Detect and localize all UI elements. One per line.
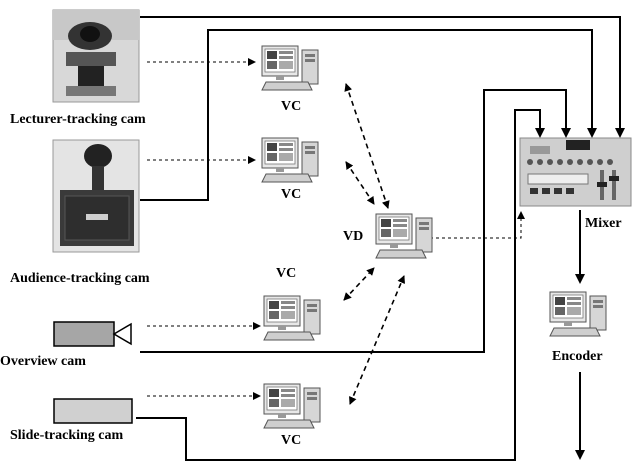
lecturer-cam-label: Lecturer-tracking cam: [10, 112, 146, 127]
lecturer-cam-photo: [52, 9, 140, 103]
vc-4-computer: [263, 383, 321, 429]
vc-2-label: VC: [281, 187, 302, 202]
vd-computer: [375, 213, 433, 259]
vc-4-label: VC: [281, 433, 302, 448]
edge-overview-to-mixer: [140, 89, 571, 353]
overview-cam-icon: [53, 321, 132, 347]
edge-vc2-vd: [345, 161, 375, 205]
encoder-computer: [549, 291, 607, 337]
edge-vc1-vd: [344, 83, 390, 209]
edge-vc4-vd: [349, 275, 405, 405]
vd-label: VD: [343, 229, 364, 244]
slide-cam-label: Slide-tracking cam: [10, 428, 124, 443]
edge-vc3-vd: [343, 267, 375, 301]
audience-cam-photo: [52, 139, 140, 253]
edge-lecturer-to-mixer: [140, 16, 625, 138]
vc-2-computer: [261, 137, 319, 183]
vc-1-label: VC: [281, 99, 302, 114]
mixer-label: Mixer: [585, 216, 622, 231]
audience-cam-label: Audience-tracking cam: [10, 271, 150, 286]
overview-cam-label: Overview cam: [0, 354, 86, 369]
mixer-photo: [519, 137, 632, 207]
vc-3-label: VC: [276, 266, 297, 281]
edge-audience-to-mixer: [140, 29, 597, 201]
encoder-label: Encoder: [552, 349, 603, 364]
vc-1-computer: [261, 45, 319, 91]
edge-slide-to-mixer: [136, 109, 545, 461]
vc-3-computer: [263, 295, 321, 341]
edge-vd-to-mixer: [424, 211, 525, 239]
slide-cam-box: [53, 398, 133, 424]
